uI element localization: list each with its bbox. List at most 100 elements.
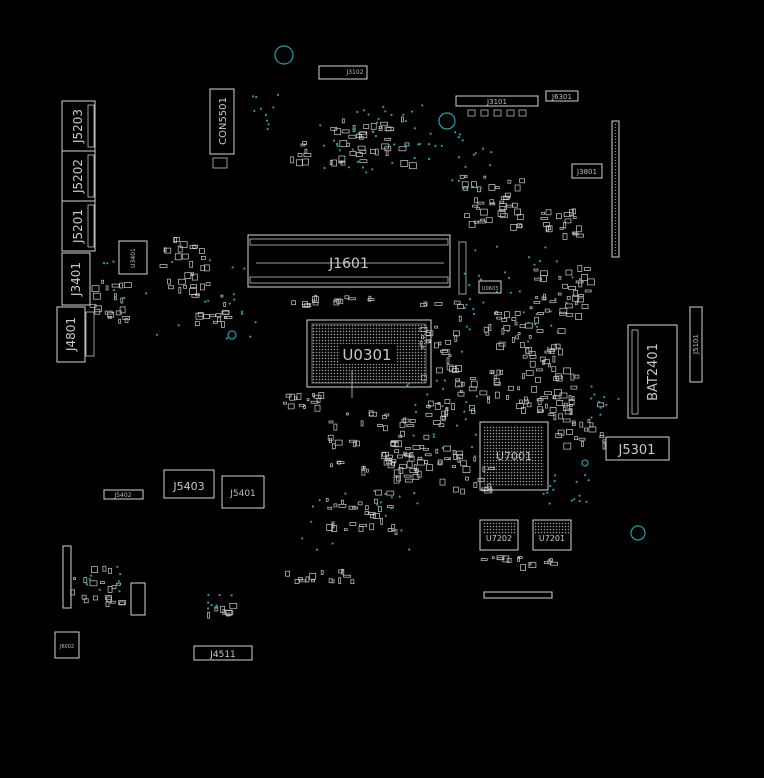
smd-pad (380, 517, 383, 525)
connector-j5202[interactable]: J5202 (61, 150, 96, 202)
via (464, 418, 467, 421)
connector-j3401[interactable]: J3401 (61, 252, 91, 306)
smd-pad (205, 282, 211, 287)
smd-pad (543, 359, 551, 365)
smd-pad (548, 413, 555, 416)
smd-pad (519, 324, 526, 329)
smd-pad (498, 341, 506, 347)
chip-u7001[interactable]: U7001 (479, 421, 549, 491)
label-j3801: J3801 (576, 168, 597, 176)
via (243, 267, 246, 270)
smd-pad (310, 400, 319, 404)
smd-pad (568, 286, 576, 290)
smd-pad (478, 220, 486, 224)
connector-j4511[interactable]: J4511 (193, 645, 253, 661)
smd-pad (423, 434, 430, 440)
connector-j5101[interactable]: J5101 (689, 306, 703, 383)
smd-pad (330, 463, 333, 468)
connector-j5401[interactable]: J5401 (221, 475, 265, 509)
smd-pad (599, 432, 604, 436)
smd-pad (563, 402, 568, 408)
via (407, 382, 410, 385)
smd-pad (89, 303, 97, 308)
smd-pad (341, 499, 344, 505)
via (472, 308, 475, 311)
smd-pad (369, 523, 375, 531)
connector-j3801[interactable]: J3801 (571, 163, 603, 179)
chip-u7201[interactable]: U7201 (532, 519, 572, 551)
connector-j5301[interactable]: J5301 (605, 436, 670, 461)
smd-pad (451, 403, 455, 410)
smd-pad (562, 418, 571, 423)
via (331, 542, 334, 545)
via (233, 298, 236, 301)
smd-pad (507, 179, 512, 184)
smd-pad (588, 426, 597, 433)
via (336, 144, 339, 147)
connector-j5402[interactable]: J5402 (103, 489, 144, 500)
connector-j1601[interactable]: J1601 (247, 234, 467, 295)
via (518, 290, 521, 293)
smd-pad (581, 441, 584, 447)
connector-j6002[interactable]: J6002 (54, 631, 80, 659)
smd-pad (459, 174, 465, 179)
connector-j5403[interactable]: J5403 (163, 469, 215, 499)
connector-j3102[interactable]: J3102 (318, 65, 368, 80)
smd-pad (578, 294, 585, 297)
smd-pad (329, 160, 333, 165)
via (400, 529, 403, 532)
connector-bat2401[interactable]: BAT2401 (627, 324, 678, 419)
smd-pad (483, 326, 489, 333)
via (376, 503, 379, 506)
smd-pad (564, 218, 572, 224)
chip-u0603[interactable]: U0603 (478, 280, 502, 294)
via (460, 350, 464, 353)
smd-pad (91, 285, 100, 293)
via (311, 505, 315, 508)
smd-pad (485, 331, 490, 336)
via (123, 296, 126, 300)
smd-pad (439, 478, 446, 486)
smd-pad (375, 489, 383, 496)
via (85, 581, 88, 584)
via (457, 156, 461, 159)
smd-pad (491, 556, 495, 560)
chip-u7202[interactable]: U7202 (479, 519, 519, 551)
smd-pad (302, 158, 309, 166)
via (411, 110, 414, 113)
smd-pad (507, 385, 514, 391)
smd-pad (426, 464, 433, 471)
smd-pad (387, 528, 394, 532)
smd-pad (519, 342, 525, 348)
connector-j4801[interactable]: J4801 (56, 306, 95, 363)
smd-pad (599, 435, 605, 439)
smd-pad (570, 373, 575, 381)
connector-j5203[interactable]: J5203 (61, 100, 96, 152)
smd-pad (488, 184, 496, 191)
smd-pad (168, 285, 174, 290)
smd-pad (290, 156, 295, 164)
label-j3401: J3401 (69, 262, 83, 297)
smd-pad (73, 577, 76, 580)
chip-u0301-cpu[interactable]: U0301 (306, 319, 432, 398)
smd-pad (572, 208, 576, 215)
via (546, 346, 550, 349)
smd-pad (452, 486, 459, 493)
smd-pad (453, 300, 461, 305)
chip-u3401[interactable]: U3401 (118, 240, 148, 275)
label-j5203: J5203 (71, 109, 85, 144)
smd-pad (517, 386, 521, 391)
smd-pad (163, 247, 167, 253)
connector-j5201[interactable]: J5201 (61, 200, 96, 252)
smd-pad (504, 311, 510, 319)
connector-con5501[interactable]: CON5501 (209, 88, 235, 169)
connector-j3101[interactable]: J3101 (455, 95, 539, 117)
via (393, 143, 396, 146)
connector-j6301[interactable]: J6301 (545, 90, 579, 102)
smd-pad (510, 224, 518, 231)
label-j6301: J6301 (551, 93, 572, 101)
smd-pad (500, 213, 508, 219)
smd-pad (287, 403, 295, 410)
smd-pad (453, 454, 458, 460)
via (590, 397, 593, 400)
